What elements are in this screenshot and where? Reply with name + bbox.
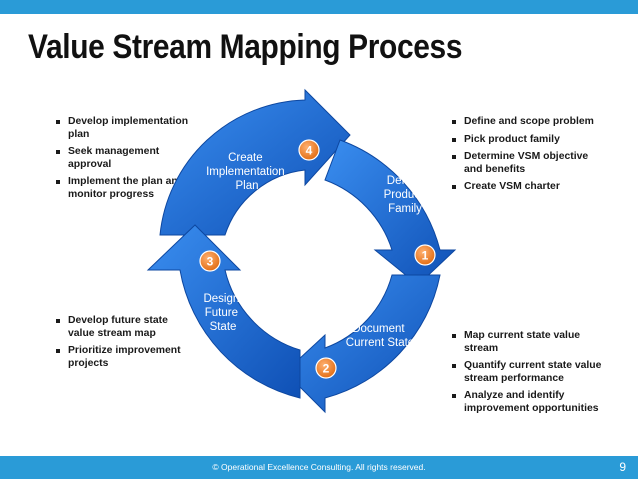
step-badge-3: 3 [199, 250, 221, 272]
copyright-text: © Operational Excellence Consulting. All… [212, 462, 426, 472]
step-1-label-line: Define [387, 175, 420, 187]
step-3-label-line: Design [203, 293, 239, 305]
step-2-label: Document Current State [346, 323, 414, 349]
bullet-item: Prioritize improvement projects [56, 345, 196, 370]
step-2-label-line: Current State [346, 337, 414, 349]
bullet-item: Implement the plan and monitor progress [56, 176, 201, 201]
step-4-bullet-list: Develop implementation plan Seek managem… [56, 116, 201, 206]
cycle-arrows [146, 88, 457, 414]
step-3-bullet-list: Develop future state value stream map Pr… [56, 315, 196, 375]
bullet-item: Develop implementation plan [56, 116, 201, 141]
bullet-item: Analyze and identify improvement opportu… [452, 390, 602, 415]
step-badge-2-number: 2 [323, 362, 330, 376]
step-1-label: Define Product Family [384, 175, 427, 215]
step-4-label-line: Create [228, 152, 263, 164]
bullet-item: Pick product family [452, 134, 602, 147]
bullet-item: Define and scope problem [452, 116, 602, 129]
bullet-item: Quantify current state value stream perf… [452, 360, 602, 385]
step-2-bullet-list: Map current state value stream Quantify … [452, 330, 602, 420]
step-4-label-line: Plan [235, 180, 258, 192]
top-accent-bar [0, 0, 638, 14]
arrow-step-3 [146, 224, 301, 399]
step-1-bullet-list: Define and scope problem Pick product fa… [452, 116, 602, 199]
bullet-item: Seek management approval [56, 146, 201, 171]
page-title: Value Stream Mapping Process [28, 28, 463, 66]
step-badge-1: 1 [414, 244, 436, 266]
bullet-item: Develop future state value stream map [56, 315, 196, 340]
step-1-label-line: Family [388, 203, 422, 215]
step-1-label-line: Product [384, 189, 424, 201]
step-labels: Create Implementation Plan Define Produc… [203, 152, 427, 349]
page-number: 9 [619, 460, 626, 474]
step-4-label: Create Implementation Plan [206, 152, 288, 192]
bullet-item: Determine VSM objective and benefits [452, 151, 602, 176]
step-3-label-line: State [210, 321, 237, 333]
bullet-item: Create VSM charter [452, 181, 602, 194]
step-3-label-line: Future [205, 307, 238, 319]
step-badge-3-number: 3 [207, 255, 214, 269]
step-2-label-line: Document [352, 323, 405, 335]
step-badge-4-number: 4 [306, 144, 313, 158]
step-badges: 4 1 2 3 [199, 139, 436, 379]
step-3-label: Design Future State [203, 293, 242, 333]
step-badge-1-number: 1 [422, 249, 429, 263]
footer-bar: © Operational Excellence Consulting. All… [0, 456, 638, 479]
bullet-item: Map current state value stream [452, 330, 602, 355]
step-4-label-line: Implementation [206, 166, 285, 178]
step-badge-4: 4 [298, 139, 320, 161]
step-badge-2: 2 [315, 357, 337, 379]
arrow-step-4 [159, 88, 351, 236]
